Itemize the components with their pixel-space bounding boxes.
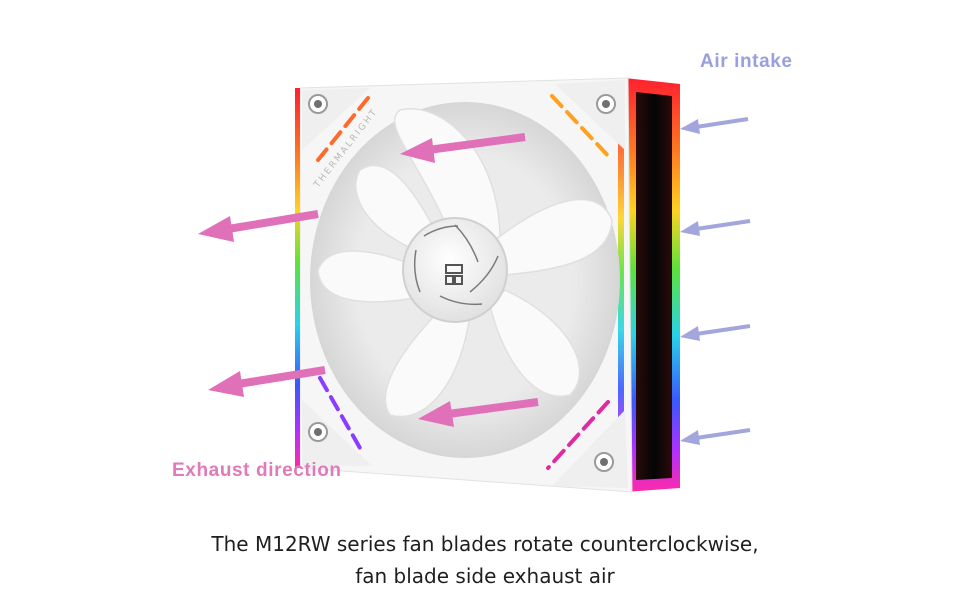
thermalright-logo-icon [445,264,463,285]
exhaust-arrows [198,133,539,427]
fan-rotor [310,102,620,458]
caption: The M12RW series fan blades rotate count… [0,528,970,592]
exhaust-arrow-icon [418,398,539,427]
intake-arrow-icon [680,324,751,341]
intake-arrows [680,117,751,445]
intake-arrow-icon [680,117,749,134]
air-intake-label: Air intake [700,51,793,72]
fan-side-rgb-panel [625,78,680,492]
caption-line-1: The M12RW series fan blades rotate count… [211,532,759,556]
exhaust-arrow-icon [208,366,326,397]
intake-arrow-icon [680,219,751,236]
exhaust-direction-label: Exhaust direction [172,460,342,481]
intake-arrow-icon [680,428,751,445]
caption-line-2: fan blade side exhaust air [355,564,615,588]
exhaust-arrow-icon [400,133,526,163]
exhaust-arrow-icon [198,210,319,242]
